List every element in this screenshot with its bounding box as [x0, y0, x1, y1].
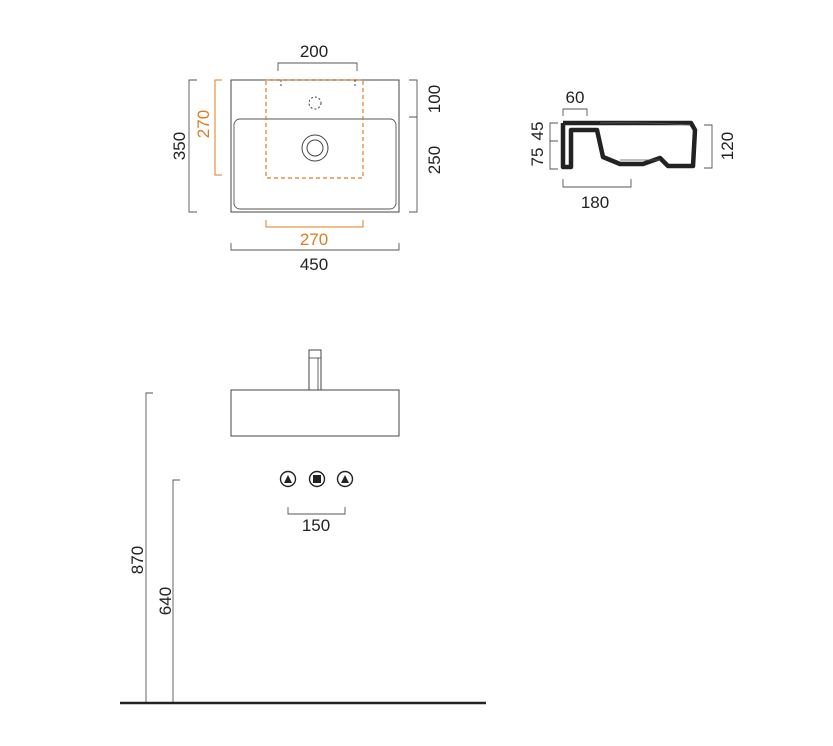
drain-inner: [306, 139, 324, 157]
tap-spout: [308, 349, 322, 391]
dim-valve-spacing: 150: [302, 516, 330, 535]
dim-cabinet-width-line: [265, 220, 364, 228]
dim-height: 120: [718, 132, 737, 160]
dim-base-width: 180: [581, 193, 609, 212]
dim-rim-height-line: [145, 392, 153, 702]
dim-back-ledge: 100: [425, 85, 444, 113]
bowl-section-outline: [560, 120, 698, 170]
dim-height-line: [704, 124, 713, 169]
dim-ledge-width: 60: [566, 88, 585, 107]
bowl-inner: [233, 118, 397, 210]
dim-cabinet-depth-line: [214, 79, 222, 176]
dim-cabinet-width: 270: [300, 230, 328, 249]
dim-overall-depth-line: [188, 79, 197, 213]
dim-base-width-line: [562, 179, 632, 188]
tap-hole-dashed: [308, 96, 322, 110]
dim-overall-width-line: [230, 243, 400, 251]
valve-right: [336, 470, 354, 488]
side-section: 60 45 75 120 180: [528, 88, 737, 212]
dim-tap-spacing-line: [277, 62, 358, 71]
dim-outlet-height: 640: [156, 587, 175, 615]
valve-center: [308, 470, 326, 488]
dim-back-ledge-line: [409, 79, 418, 118]
dim-upper-line: [549, 122, 558, 142]
dim-cabinet-depth: 270: [194, 110, 213, 138]
dim-rim-height: 870: [128, 546, 147, 574]
dim-lower: 75: [528, 148, 547, 167]
dim-bowl-depth: 250: [425, 146, 444, 174]
cabinet-outline-dashed: [265, 79, 364, 179]
dim-tap-spacing: 200: [300, 42, 328, 61]
dim-bowl-depth-line: [409, 117, 418, 213]
top-view: 200 450 270 350 270 100 250: [170, 42, 444, 274]
front-elevation: 150 870 640: [120, 349, 486, 705]
dim-outlet-height-line: [172, 479, 180, 702]
dim-upper: 45: [528, 122, 547, 141]
basin-front: [230, 389, 400, 437]
dim-valve-spacing-line: [287, 507, 346, 515]
bowl-rim-curve: [599, 122, 691, 126]
drain-outer: [301, 134, 329, 162]
basin-outline: [230, 79, 400, 213]
valve-left: [279, 470, 297, 488]
dim-lower-line: [549, 141, 558, 170]
dim-overall-depth: 350: [170, 132, 189, 160]
dim-ledge-width-line: [562, 108, 588, 116]
dim-overall-width: 450: [300, 255, 328, 274]
